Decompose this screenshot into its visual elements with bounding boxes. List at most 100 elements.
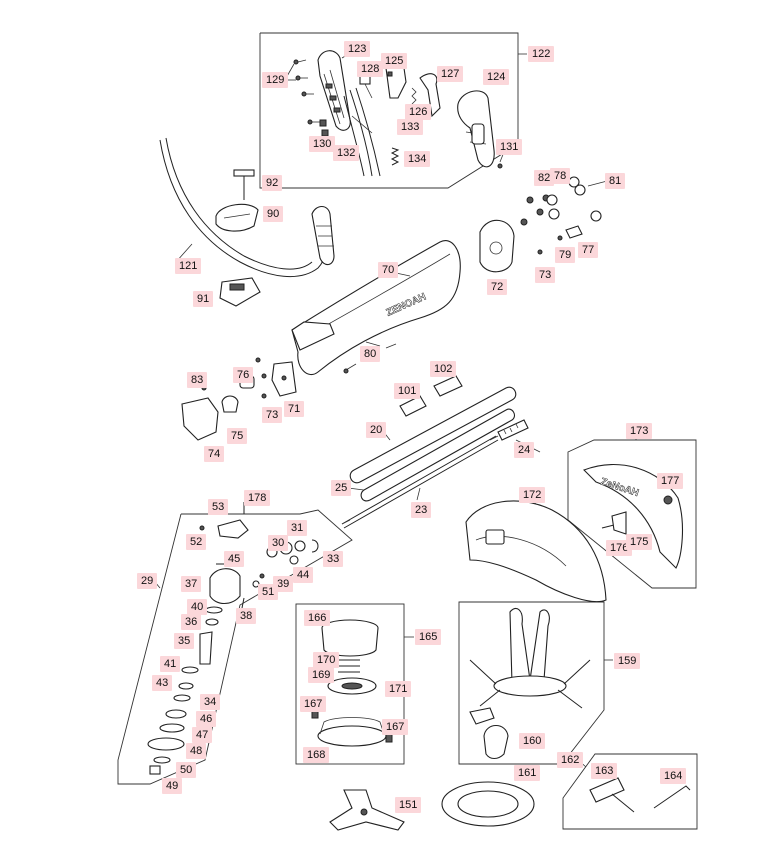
part-label-l73b: 73: [262, 407, 283, 423]
spring-134: [390, 147, 400, 166]
part-label-l167b: 167: [382, 719, 409, 735]
screw-73-upper: [537, 249, 543, 255]
part-label-l48: 48: [186, 743, 207, 759]
holder-46: [165, 709, 187, 719]
part-label-l81: 81: [605, 173, 626, 189]
washer-40: [205, 606, 223, 614]
spring-126: [411, 87, 417, 105]
eyelet-167-right: [385, 733, 393, 743]
nut-177: [663, 495, 673, 505]
spool-cover-166: [321, 619, 379, 657]
part-label-l123: 123: [344, 41, 371, 57]
bolt-92: [233, 169, 255, 200]
guard-172: [465, 500, 607, 603]
part-label-l44: 44: [293, 567, 314, 583]
loop-handle-121: [159, 137, 335, 278]
part-label-l131: 131: [496, 139, 523, 155]
handle-cover-124: [457, 90, 495, 168]
part-label-l24: 24: [514, 442, 535, 458]
collar-44: [289, 555, 299, 565]
part-label-l41: 41: [160, 656, 181, 672]
part-label-l74: 74: [204, 446, 225, 462]
line-cutter-161: [441, 781, 535, 827]
part-label-l29: 29: [137, 573, 158, 589]
part-label-l90: 90: [263, 206, 284, 222]
group-box-159: [458, 601, 613, 765]
bolts-78-82: [520, 194, 560, 226]
bracket-74: [181, 397, 219, 441]
part-label-l70: 70: [378, 262, 399, 278]
part-label-l170: 170: [313, 652, 340, 668]
part-label-l175: 175: [626, 534, 653, 550]
part-label-l25: 25: [331, 480, 352, 496]
part-label-l23: 23: [411, 502, 432, 518]
part-label-l79: 79: [555, 247, 576, 263]
part-label-l163: 163: [591, 763, 618, 779]
part-label-l75: 75: [227, 428, 248, 444]
nuts-130: [319, 119, 329, 137]
part-label-l20: 20: [366, 422, 387, 438]
part-label-l125: 125: [381, 53, 408, 69]
screws-73-lower: [255, 357, 267, 399]
part-label-l124: 124: [483, 69, 510, 85]
part-label-l52: 52: [186, 534, 207, 550]
part-label-l129: 129: [262, 72, 289, 88]
part-label-l176: 176: [606, 540, 633, 556]
output-shaft-35: [199, 631, 213, 665]
spline-shaft-24: [497, 419, 529, 441]
housing-168: [317, 717, 387, 747]
washer-43: [178, 682, 194, 690]
part-label-l47: 47: [192, 727, 213, 743]
drive-shaft-23: [341, 435, 499, 529]
part-label-l126: 126: [405, 104, 432, 120]
part-label-l132: 132: [333, 145, 360, 161]
part-label-l167a: 167: [300, 696, 327, 712]
part-label-l92: 92: [262, 175, 283, 191]
part-label-l151: 151: [395, 797, 422, 813]
switch-128: [359, 75, 373, 99]
part-label-l91: 91: [193, 291, 214, 307]
part-label-l30: 30: [268, 535, 289, 551]
part-label-l37: 37: [181, 576, 202, 592]
part-label-l51: 51: [258, 584, 279, 600]
cables-133: [343, 87, 381, 177]
part-label-l35: 35: [174, 633, 195, 649]
fuel-cap-72: [479, 219, 515, 273]
nuts-81: [568, 176, 602, 222]
throttle-lever-125: [385, 67, 407, 99]
shaft-tube-25: [360, 408, 515, 502]
part-label-l130: 130: [309, 136, 336, 152]
part-label-l171: 171: [385, 681, 412, 697]
shaft-housing-70: ZENOAH: [291, 240, 461, 376]
blade-151: [329, 789, 405, 831]
screw-80: [343, 343, 397, 374]
part-label-l177: 177: [657, 473, 684, 489]
washer-41: [181, 666, 199, 674]
cover-48: [147, 737, 185, 751]
washer-50: [153, 756, 171, 764]
part-label-l102: 102: [430, 361, 457, 377]
clamp-75: [221, 395, 239, 413]
nut-49: [149, 765, 161, 775]
part-label-l162: 162: [557, 752, 584, 768]
screw-131: [497, 163, 503, 169]
part-label-l134: 134: [404, 151, 431, 167]
bolt-38: [241, 597, 245, 609]
part-label-l122: 122: [528, 46, 555, 62]
sleeve-101: [399, 395, 427, 417]
clamp-90: [215, 203, 259, 232]
part-label-l160: 160: [519, 733, 546, 749]
spring-170: [338, 659, 360, 673]
shaft-tube-20: [349, 386, 517, 484]
screw-79: [557, 235, 563, 241]
part-label-l101: 101: [394, 383, 421, 399]
hex-key-164: [653, 785, 691, 809]
clamp-91: [219, 277, 261, 307]
box-wrench-163: [589, 777, 635, 813]
part-label-l178: 178: [244, 490, 271, 506]
part-label-l45: 45: [224, 551, 245, 567]
part-label-l127: 127: [437, 66, 464, 82]
part-label-l50: 50: [176, 762, 197, 778]
